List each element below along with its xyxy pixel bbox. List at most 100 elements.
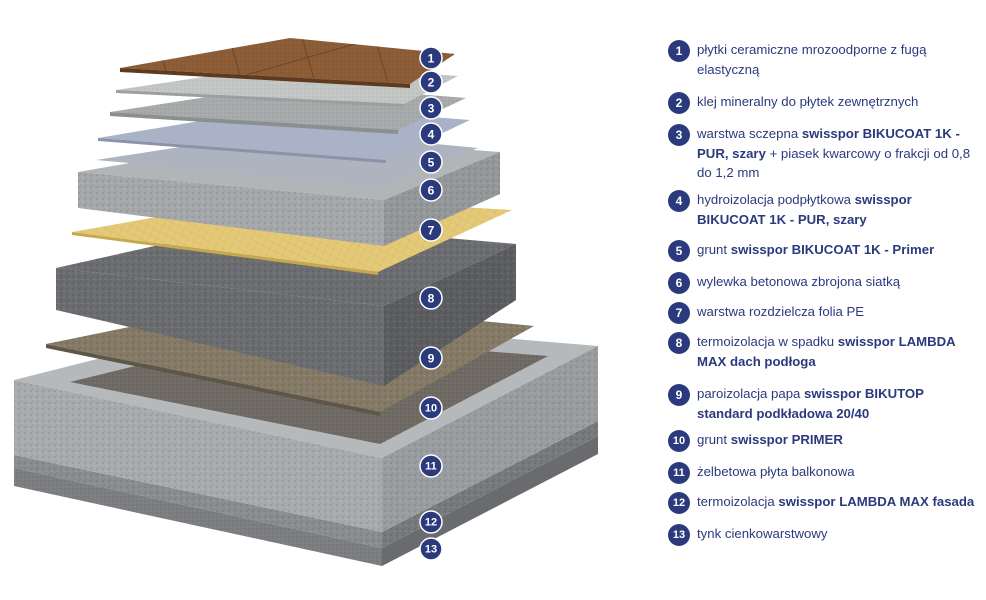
badge-circle: [419, 70, 443, 94]
legend-item-4: 4 hydroizolacja podpłytkowa swisspor BIKU…: [668, 190, 980, 229]
description-text: klej mineralny do płytek zewnętrznych: [697, 94, 919, 109]
legend-number-badge: 5: [668, 240, 690, 262]
legend-description: warstwa rozdzielcza folia PE: [697, 302, 864, 322]
legend-description: termoizolacja w spadku swisspor LAMBDA M…: [697, 332, 980, 371]
badge-number: 6: [428, 184, 435, 198]
legend-description: klej mineralny do płytek zewnętrznych: [697, 92, 918, 112]
badge-circle: [419, 96, 443, 120]
legend-item-11: 11 żelbetowa płyta balkonowa: [668, 462, 980, 484]
diagram-badge-11: 11: [419, 454, 443, 478]
badge-circle: [419, 218, 443, 242]
legend-description: wylewka betonowa zbrojona siatką: [697, 272, 900, 292]
description-text: warstwa sczepna: [697, 126, 802, 141]
legend-description: tynk cienkowarstwowy: [697, 524, 827, 544]
legend-item-8: 8 termoizolacja w spadku swisspor LAMBDA …: [668, 332, 980, 371]
badge-number: 8: [428, 292, 435, 306]
legend-item-3: 3 warstwa sczepna swisspor BIKUCOAT 1K - …: [668, 124, 980, 183]
badge-circle: [419, 537, 443, 561]
description-text: + piasek kwarcowy o frakcji od 0,8 do 1,…: [697, 145, 971, 181]
badge-circle: [419, 150, 443, 174]
product-name: swisspor BIKUTOP standard podkładowa 20/…: [697, 386, 924, 421]
diagram-badge-6: 6: [419, 178, 443, 202]
description-text: termoizolacja: [697, 494, 779, 509]
diagram-badge-12: 12: [419, 510, 443, 534]
description-text: płytki ceramiczne mrozoodporne z fugą el…: [697, 42, 927, 77]
legend-description: żelbetowa płyta balkonowa: [697, 462, 855, 482]
diagram-badge-7: 7: [419, 218, 443, 242]
diagram-badge-4: 4: [419, 122, 443, 146]
layer-13-plaster: [14, 436, 598, 566]
legend-item-6: 6 wylewka betonowa zbrojona siatką: [668, 272, 980, 294]
description-text: paroizolacja papa: [697, 386, 805, 401]
badge-circle: [419, 178, 443, 202]
badge-circle: [419, 396, 443, 420]
legend-description: warstwa sczepna swisspor BIKUCOAT 1K - P…: [697, 124, 980, 183]
badge-circle: [419, 346, 443, 370]
legend-description: grunt swisspor PRIMER: [697, 430, 843, 450]
description-text: wylewka betonowa zbrojona siatką: [697, 274, 901, 289]
badge-number: 3: [428, 102, 435, 116]
badge-circle: [419, 510, 443, 534]
badge-number: 13: [425, 544, 437, 556]
badge-number: 9: [428, 352, 435, 366]
badge-circle: [419, 46, 443, 70]
badge-number: 1: [428, 52, 435, 66]
badge-circle: [419, 122, 443, 146]
legend-item-10: 10 grunt swisspor PRIMER: [668, 430, 980, 452]
badge-number: 12: [425, 517, 437, 529]
product-name: swisspor BIKUCOAT 1K - Primer: [730, 242, 935, 257]
legend-number-badge: 6: [668, 272, 690, 294]
layer-1-tiles: [120, 38, 455, 88]
badge-number: 7: [428, 224, 435, 238]
diagram-badge-5: 5: [419, 150, 443, 174]
product-name: swisspor BIKUCOAT 1K - PUR, szary: [697, 192, 912, 227]
description-text: warstwa rozdzielcza folia PE: [697, 304, 865, 319]
legend-item-2: 2 klej mineralny do płytek zewnętrznych: [668, 92, 980, 114]
badge-number: 5: [428, 156, 435, 170]
description-text: grunt: [697, 432, 731, 447]
diagram-badge-9: 9: [419, 346, 443, 370]
description-text: grunt: [697, 242, 731, 257]
product-name: swisspor LAMBDA MAX dach podłoga: [697, 334, 956, 369]
product-name: swisspor BIKUCOAT 1K - PUR, szary: [697, 126, 960, 161]
legend-number-badge: 10: [668, 430, 690, 452]
legend-number-badge: 3: [668, 124, 690, 146]
legend-item-7: 7 warstwa rozdzielcza folia PE: [668, 302, 980, 324]
badge-number: 11: [425, 461, 437, 473]
legend-description: grunt swisspor BIKUCOAT 1K - Primer: [697, 240, 934, 260]
product-name: swisspor PRIMER: [730, 432, 843, 447]
description-text: tynk cienkowarstwowy: [697, 526, 828, 541]
legend-description: płytki ceramiczne mrozoodporne z fugą el…: [697, 40, 980, 79]
product-name: swisspor LAMBDA MAX fasada: [778, 494, 975, 509]
legend-description: hydroizolacja podpłytkowa swisspor BIKUC…: [697, 190, 980, 229]
description-text: termoizolacja w spadku: [697, 334, 838, 349]
legend-item-5: 5 grunt swisspor BIKUCOAT 1K - Primer: [668, 240, 980, 262]
badge-number: 2: [428, 76, 435, 90]
diagram-badge-10: 10: [419, 396, 443, 420]
legend-number-badge: 2: [668, 92, 690, 114]
legend-number-badge: 1: [668, 40, 690, 62]
diagram-badge-3: 3: [419, 96, 443, 120]
legend-number-badge: 4: [668, 190, 690, 212]
diagram-badge-2: 2: [419, 70, 443, 94]
description-text: hydroizolacja podpłytkowa: [697, 192, 855, 207]
diagram-badge-1: 1: [419, 46, 443, 70]
legend-item-13: 13 tynk cienkowarstwowy: [668, 524, 980, 546]
badge-number: 10: [425, 403, 437, 415]
legend-description: termoizolacja swisspor LAMBDA MAX fasada: [697, 492, 974, 512]
description-text: żelbetowa płyta balkonowa: [697, 464, 855, 479]
diagram-badge-8: 8: [419, 286, 443, 310]
badge-number: 4: [428, 128, 435, 142]
legend-item-1: 1 płytki ceramiczne mrozoodporne z fugą e…: [668, 40, 980, 79]
layer-12-facade-insulation: [14, 421, 598, 548]
legend-number-badge: 13: [668, 524, 690, 546]
legend-number-badge: 8: [668, 332, 690, 354]
badge-circle: [419, 286, 443, 310]
legend-number-badge: 11: [668, 462, 690, 484]
legend-number-badge: 7: [668, 302, 690, 324]
diagram-badge-13: 13: [419, 537, 443, 561]
